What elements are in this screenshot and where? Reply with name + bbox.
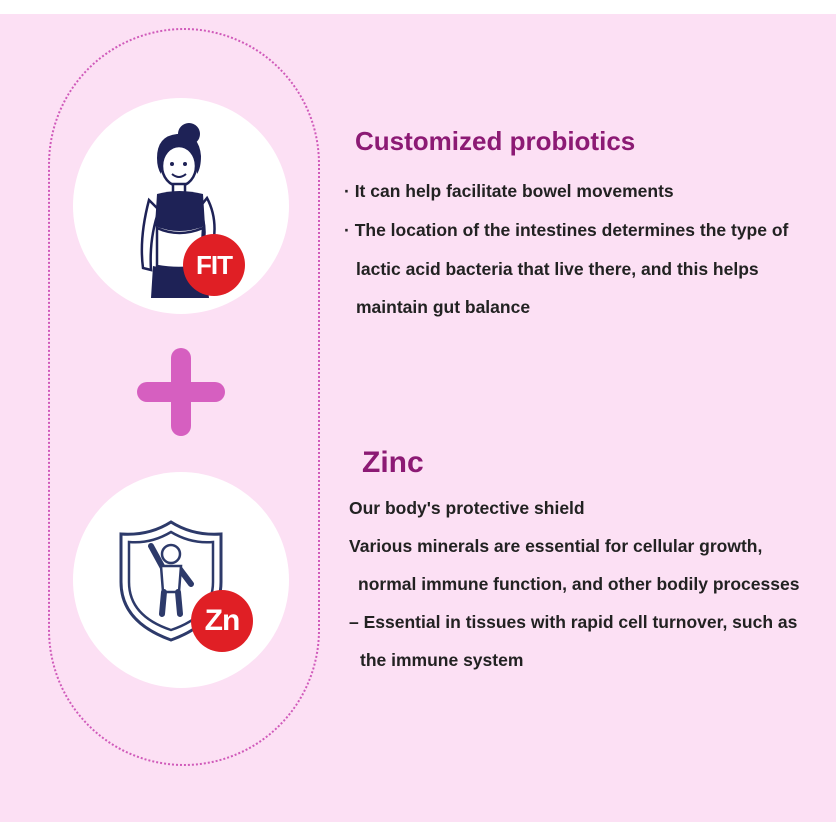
zinc-icon-circle: Zn xyxy=(73,472,289,688)
zn-badge: Zn xyxy=(191,590,253,652)
plus-icon xyxy=(137,348,225,436)
zinc-line-2: Various minerals are essential for cellu… xyxy=(349,536,763,556)
fit-badge: FIT xyxy=(183,234,245,296)
zinc-title: Zinc xyxy=(362,446,424,479)
probiotics-line-2: · The location of the intestines determi… xyxy=(344,220,789,240)
probiotics-title: Customized probiotics xyxy=(355,126,636,156)
probiotics-line-4: maintain gut balance xyxy=(356,297,531,317)
zinc-line-1: Our body's protective shield xyxy=(349,498,585,518)
dotted-capsule-frame xyxy=(48,28,320,766)
zinc-line-5: the immune system xyxy=(360,650,524,670)
infographic-canvas: FIT Zn Customized probiotics · It can he… xyxy=(0,14,836,822)
probiotics-icon-circle: FIT xyxy=(73,98,289,314)
zinc-line-3: normal immune function, and other bodily… xyxy=(358,574,800,594)
probiotics-line-3: lactic acid bacteria that live there, an… xyxy=(356,259,759,279)
zinc-line-4: – Essential in tissues with rapid cell t… xyxy=(349,612,798,632)
fit-woman-icon xyxy=(140,123,216,298)
probiotics-line-1: · It can help facilitate bowel movements xyxy=(344,181,674,201)
shield-person-icon xyxy=(119,520,223,642)
